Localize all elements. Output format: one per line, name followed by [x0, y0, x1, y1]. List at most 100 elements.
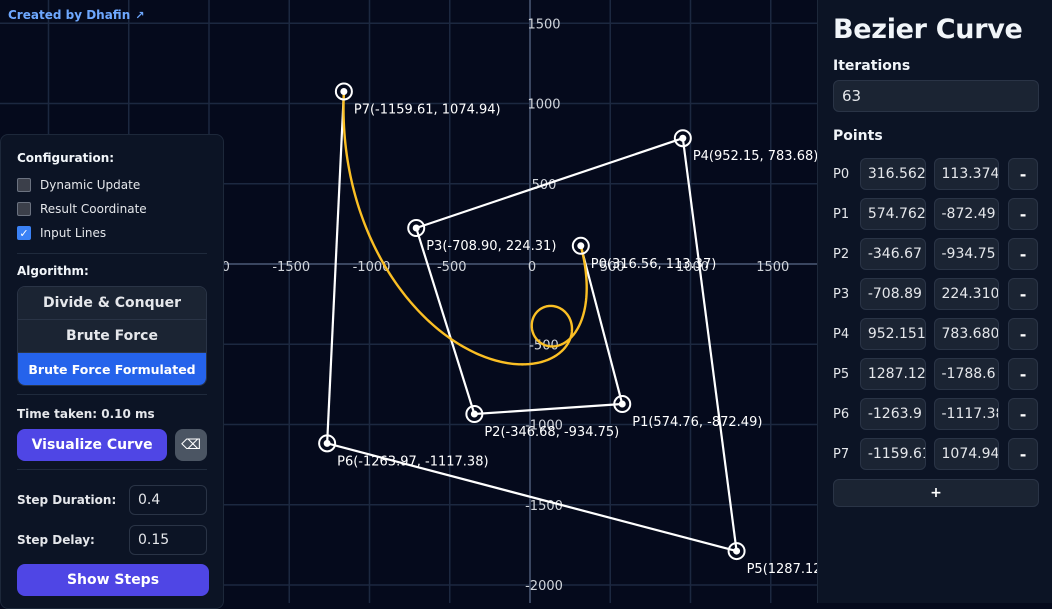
bezier-sidebar: Bezier Curve Iterations 63 Points P0 316.… — [817, 0, 1052, 603]
remove-point-button[interactable]: - — [1008, 358, 1038, 390]
point-coordinate-label: P5(1287.12 — [747, 562, 817, 577]
point-y-input[interactable]: 1074.94 — [933, 438, 1000, 470]
external-link-icon: ↗ — [135, 8, 145, 22]
step-duration-input[interactable]: 0.4 — [129, 485, 207, 515]
point-label: P0 — [833, 166, 850, 182]
checkbox-label: Dynamic Update — [40, 178, 141, 192]
remove-point-button[interactable]: - — [1008, 198, 1038, 230]
x-tick-label: 500 — [600, 260, 625, 275]
checkbox-box[interactable] — [17, 202, 31, 216]
point-y-input[interactable]: -872.49 — [933, 198, 1000, 230]
x-tick-label: -1500 — [272, 260, 310, 275]
remove-point-button[interactable]: - — [1008, 158, 1038, 190]
control-point-marker — [334, 82, 353, 101]
point-x-input[interactable]: -708.89 — [859, 278, 926, 310]
credit-link[interactable]: Created by Dhafin ↗ — [8, 8, 144, 22]
add-point-button[interactable]: + — [833, 479, 1039, 507]
eraser-icon[interactable]: ⌫ — [175, 429, 207, 461]
point-row: P6 -1263.9-1117.38- — [833, 394, 1038, 434]
points-label: Points — [833, 128, 883, 144]
point-y-input[interactable]: 783.680 — [933, 318, 1000, 350]
point-x-input[interactable]: 316.562 — [859, 158, 926, 190]
x-tick-label: 1500 — [756, 260, 789, 275]
control-point-dot — [470, 410, 478, 418]
control-point-marker — [318, 434, 337, 453]
point-label: P6 — [833, 406, 850, 422]
check-icon[interactable]: ✓ — [17, 226, 31, 240]
control-point-marker — [407, 218, 426, 237]
configuration-title: Configuration: — [17, 151, 115, 165]
point-coordinate-label: P0(316.56, 113.37) — [591, 257, 717, 272]
algorithm-selector: Divide & Conquer Brute Force Brute Force… — [17, 286, 207, 386]
divider — [17, 253, 207, 254]
point-y-input[interactable]: 113.374 — [933, 158, 1000, 190]
control-line — [326, 442, 737, 553]
point-x-input[interactable]: -1159.61 — [859, 438, 926, 470]
visualize-curve-button[interactable]: Visualize Curve — [17, 429, 168, 461]
control-point-marker — [673, 129, 692, 148]
point-y-input[interactable]: -1788.6 — [933, 358, 1000, 390]
control-line — [579, 245, 624, 405]
credit-text: Created by Dhafin — [8, 8, 131, 22]
input-lines-checkbox[interactable]: ✓ Input Lines — [17, 221, 207, 245]
brute-force-formulated-button[interactable]: Brute Force Formulated — [18, 353, 206, 385]
x-tick-label: -500 — [437, 260, 467, 275]
control-point-marker — [727, 542, 746, 561]
checkbox-label: Input Lines — [40, 226, 107, 240]
point-label: P7 — [833, 446, 850, 462]
point-x-input[interactable]: 952.151 — [859, 318, 926, 350]
step-delay-input[interactable]: 0.15 — [129, 525, 207, 555]
point-y-input[interactable]: 224.310 — [933, 278, 1000, 310]
control-point-dot — [618, 400, 626, 408]
show-steps-button[interactable]: Show Steps — [17, 564, 209, 596]
control-point-marker — [571, 236, 590, 255]
remove-point-button[interactable]: - — [1008, 318, 1038, 350]
y-tick-label: 1000 — [527, 98, 560, 113]
remove-point-button[interactable]: - — [1008, 238, 1038, 270]
iterations-input[interactable]: 63 — [833, 80, 1039, 112]
point-y-input[interactable]: -934.75 — [933, 238, 1000, 270]
point-coordinate-label: P3(-708.90, 224.31) — [426, 239, 556, 254]
result-coordinate-checkbox[interactable]: Result Coordinate — [17, 197, 207, 221]
remove-point-button[interactable]: - — [1008, 278, 1038, 310]
remove-point-button[interactable]: - — [1008, 438, 1038, 470]
point-x-input[interactable]: 574.762 — [859, 198, 926, 230]
control-point-dot — [323, 439, 331, 447]
control-point-dot — [577, 242, 585, 250]
iterations-label: Iterations — [833, 58, 911, 74]
point-coordinate-label: P4(952.15, 783.68) — [693, 149, 817, 164]
point-x-input[interactable]: -346.67 — [859, 238, 926, 270]
control-line — [474, 402, 623, 416]
point-x-input[interactable]: -1263.9 — [859, 398, 926, 430]
algorithm-title: Algorithm: — [17, 264, 89, 278]
control-line — [326, 91, 345, 444]
control-line — [415, 137, 684, 230]
control-point-dot — [679, 134, 687, 142]
divider — [17, 394, 207, 395]
remove-point-button[interactable]: - — [1008, 398, 1038, 430]
control-line — [681, 138, 738, 552]
point-coordinate-label: P7(-1159.61, 1074.94) — [354, 102, 501, 117]
point-y-input[interactable]: -1117.38 — [933, 398, 1000, 430]
point-label: P4 — [833, 326, 850, 342]
control-point-dot — [340, 87, 348, 95]
control-point-marker — [613, 395, 632, 414]
dynamic-update-checkbox[interactable]: Dynamic Update — [17, 173, 207, 197]
checkbox-box[interactable] — [17, 178, 31, 192]
brute-force-button[interactable]: Brute Force — [18, 320, 206, 353]
step-delay-label: Step Delay: — [17, 533, 95, 547]
point-label: P5 — [833, 366, 850, 382]
point-x-input[interactable]: 1287.124 — [859, 358, 926, 390]
divider — [17, 469, 207, 470]
checkbox-label: Result Coordinate — [40, 202, 147, 216]
point-row: P5 1287.124-1788.6- — [833, 354, 1038, 394]
divide-conquer-button[interactable]: Divide & Conquer — [18, 287, 206, 320]
page-title: Bezier Curve — [833, 14, 1023, 45]
x-tick-label: -1000 — [353, 260, 391, 275]
bezier-curve — [342, 91, 588, 366]
